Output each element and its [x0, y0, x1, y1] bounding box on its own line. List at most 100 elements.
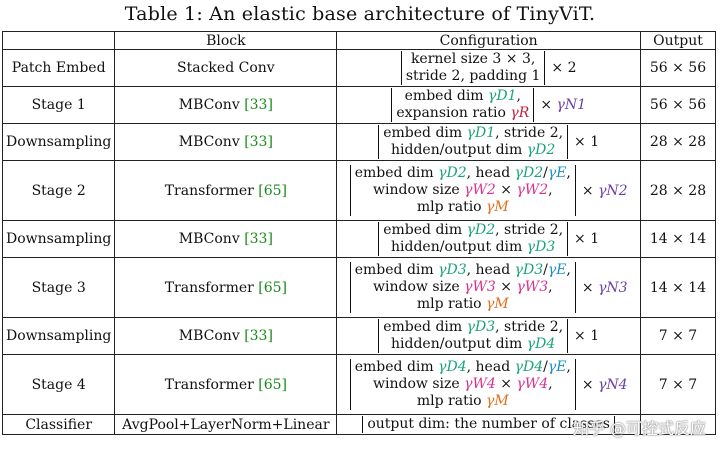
- config-matrix: embed dim γD1,expansion ratio γR: [391, 88, 535, 122]
- configuration: embed dim γD3, head γD3/γE,window size γ…: [349, 262, 628, 313]
- configuration-cell: embed dim γD3, head γD3/γE,window size γ…: [336, 257, 641, 318]
- citation-link[interactable]: [33]: [244, 97, 273, 113]
- block-name: MBConv: [178, 328, 245, 344]
- config-line: hidden/output dim γD3: [391, 239, 556, 255]
- config-matrix: embed dim γD4, head γD4/γE,window size γ…: [349, 359, 576, 410]
- config-line: embed dim γD2, head γD2/γE,: [354, 165, 571, 181]
- math-symbol: γW3: [464, 279, 496, 295]
- output-cell: 56 × 56: [640, 86, 716, 124]
- math-symbol: γW2: [464, 182, 496, 198]
- math-symbol: γD4: [438, 359, 467, 375]
- citation-link[interactable]: [65]: [258, 279, 288, 296]
- config-line: hidden/output dim γD4: [391, 336, 556, 352]
- block-name: Transformer: [164, 182, 259, 199]
- config-line: mlp ratio γM: [416, 296, 509, 312]
- stage-cell: Stage 2: [1, 160, 116, 221]
- citation-link[interactable]: [33]: [244, 328, 273, 344]
- configuration: kernel size 3 × 3,stride 2, padding 1× 2: [400, 51, 576, 85]
- math-symbol: γM: [486, 296, 509, 312]
- configuration-cell: embed dim γD1, stride 2,hidden/output di…: [336, 123, 641, 161]
- config-matrix: embed dim γD2, head γD2/γE,window size γ…: [349, 165, 576, 216]
- config-line: window size γW3 × γW3,: [373, 279, 553, 295]
- configuration: embed dim γD1,expansion ratio γR × γN1: [391, 88, 586, 122]
- config-line: mlp ratio γM: [416, 199, 509, 215]
- block-name: Transformer: [164, 279, 259, 296]
- math-symbol: γW4: [464, 376, 496, 392]
- configuration: embed dim γD2, stride 2,hidden/output di…: [378, 222, 599, 256]
- configuration-cell: embed dim γD2, head γD2/γE,window size γ…: [336, 160, 641, 221]
- math-symbol: γE: [547, 262, 567, 278]
- config-line: embed dim γD4, head γD4/γE,: [354, 359, 571, 375]
- configuration: embed dim γD3, stride 2,hidden/output di…: [378, 319, 599, 353]
- stage-cell: Stage 4: [1, 354, 116, 415]
- config-line: embed dim γD2, stride 2,: [383, 222, 564, 238]
- math-symbol: γD2: [526, 142, 556, 158]
- configuration: embed dim γD1, stride 2,hidden/output di…: [378, 125, 599, 159]
- table-header-row: Block Configuration Output: [1, 31, 716, 50]
- citation-link[interactable]: [65]: [258, 376, 288, 393]
- config-line: embed dim γD1, stride 2,: [383, 125, 564, 141]
- math-symbol: γN3: [598, 279, 628, 296]
- math-symbol: γW2: [516, 182, 549, 198]
- math-symbol: γD2: [466, 222, 496, 238]
- output-cell: 28 × 28: [640, 123, 716, 161]
- config-line: embed dim γD3, stride 2,: [383, 319, 564, 335]
- configuration-cell: embed dim γD4, head γD4/γE,window size γ…: [336, 354, 641, 415]
- math-symbol: γN1: [556, 97, 587, 113]
- stage-cell: Classifier: [1, 414, 116, 435]
- math-symbol: γE: [547, 359, 567, 375]
- math-symbol: γW3: [516, 279, 549, 295]
- block-name: AvgPool+LayerNorm+Linear: [122, 416, 330, 433]
- configuration-cell: embed dim γD2, stride 2,hidden/output di…: [336, 220, 641, 258]
- output-cell: [640, 414, 716, 435]
- output-cell: 56 × 56: [640, 49, 716, 87]
- config-matrix: embed dim γD3, stride 2,hidden/output di…: [378, 319, 569, 353]
- stage-cell: Stage 1: [1, 86, 116, 124]
- citation-link[interactable]: [33]: [244, 231, 273, 247]
- config-matrix: embed dim γD3, head γD3/γE,window size γ…: [349, 262, 576, 313]
- math-symbol: γM: [486, 393, 509, 409]
- watermark: 知乎 @可控式反应: [572, 419, 706, 438]
- configuration-cell: embed dim γD1,expansion ratio γR × γN1: [336, 86, 641, 124]
- configuration: output dim: the number of classes: [362, 416, 615, 433]
- configuration-cell: output dim: the number of classes: [336, 414, 641, 435]
- block-cell: Stacked Conv: [114, 49, 338, 87]
- configuration: embed dim γD4, head γD4/γE,window size γ…: [349, 359, 628, 410]
- citation-link[interactable]: [33]: [244, 134, 273, 150]
- header-configuration: Configuration: [336, 31, 641, 50]
- math-symbol: γD3: [514, 262, 544, 278]
- output-cell: 14 × 14: [640, 257, 716, 318]
- math-symbol: γD4: [514, 359, 544, 375]
- block-cell: MBConv [33]: [114, 220, 338, 258]
- citation-link[interactable]: [65]: [258, 182, 288, 199]
- configuration-cell: kernel size 3 × 3,stride 2, padding 1× 2: [336, 49, 641, 87]
- repeat-multiplier: × γN4: [581, 376, 628, 393]
- block-cell: MBConv [33]: [114, 86, 338, 124]
- block-cell: MBConv [33]: [114, 317, 338, 355]
- repeat-multiplier: × γN1: [540, 97, 587, 113]
- config-line: output dim: the number of classes: [367, 416, 610, 432]
- math-symbol: γD3: [466, 319, 496, 335]
- config-line: embed dim γD1,: [404, 88, 521, 104]
- config-line: window size γW2 × γW2,: [373, 182, 553, 198]
- output-cell: 28 × 28: [640, 160, 716, 221]
- block-cell: Transformer [65]: [114, 160, 338, 221]
- math-symbol: γD2: [438, 165, 467, 181]
- configuration: embed dim γD2, head γD2/γE,window size γ…: [349, 165, 628, 216]
- math-symbol: γD1: [466, 125, 496, 141]
- config-matrix: embed dim γD2, stride 2,hidden/output di…: [378, 222, 569, 256]
- table-row: Classifier AvgPool+LayerNorm+Linear output…: [1, 414, 716, 435]
- config-line: expansion ratio γR: [396, 105, 530, 121]
- math-symbol: γD4: [526, 336, 556, 352]
- stage-cell: Downsampling: [1, 220, 116, 258]
- block-cell: AvgPool+LayerNorm+Linear: [114, 414, 338, 435]
- math-symbol: γD2: [514, 165, 544, 181]
- output-cell: 7 × 7: [640, 354, 716, 415]
- block-name: Transformer: [164, 376, 259, 393]
